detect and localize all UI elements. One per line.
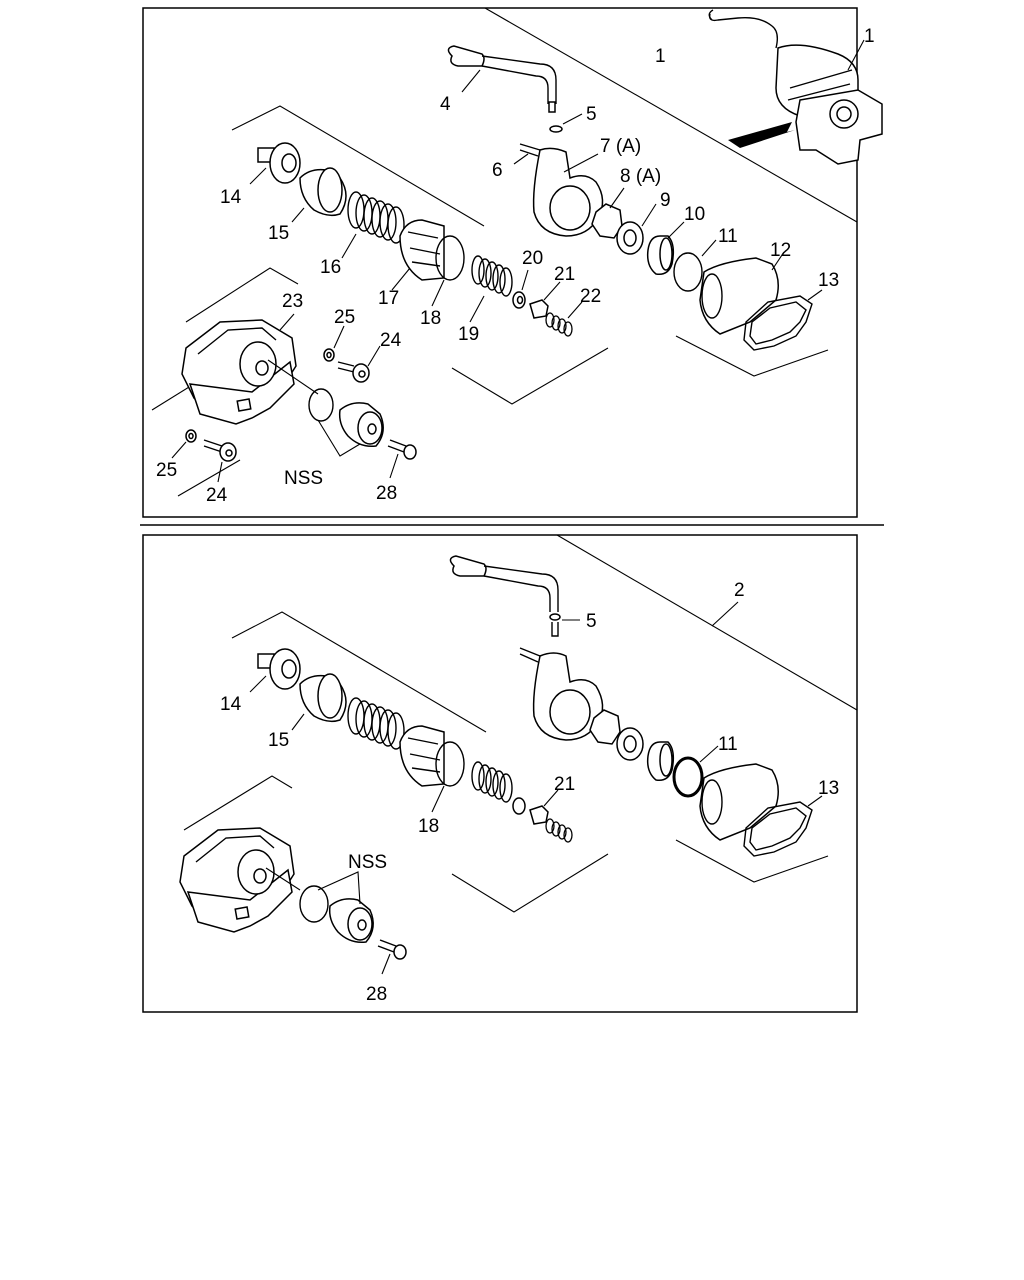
nss-seal-and-plug — [308, 388, 384, 457]
part-15-piston-lower — [291, 673, 347, 731]
part-9-washer — [616, 203, 657, 255]
part-5-washer — [549, 125, 563, 133]
part-20-washer — [512, 269, 529, 309]
callout-6: 6 — [492, 160, 503, 181]
spring-lower — [347, 697, 405, 750]
part-13-gasket-lower — [675, 795, 829, 883]
callout-21-lower: 21 — [554, 774, 575, 795]
callout-24-lower: 24 — [206, 485, 228, 506]
washer — [616, 727, 644, 761]
part-14-end-cap — [249, 142, 301, 185]
callout-15: 15 — [268, 223, 289, 244]
sleeve-lower — [399, 725, 445, 787]
callout-18-lower: 18 — [418, 816, 439, 837]
upper-panel-border — [142, 7, 858, 518]
part-6-pin — [513, 143, 541, 165]
part-19-spring — [469, 255, 513, 323]
callout-7: 7 (A) — [600, 136, 641, 157]
lower-panel: 2 5 11 13 14 15 18 21 NSS 28 — [142, 534, 858, 1013]
callout-1-frame: 1 — [655, 46, 666, 67]
boot — [699, 763, 779, 841]
part-11-o-ring — [673, 239, 717, 292]
callout-10: 10 — [684, 204, 705, 225]
callout-25-lower: 25 — [156, 460, 177, 481]
nut — [589, 709, 621, 745]
upper-panel: 1 1 4 5 6 7 (A) 8 (A) 9 10 11 12 13 14 1… — [140, 7, 884, 526]
washer-small-lower — [512, 797, 526, 815]
pin — [519, 647, 541, 663]
callout-nss: NSS — [284, 468, 323, 489]
lever — [449, 555, 559, 612]
part-14-end-cap-lower — [249, 648, 301, 693]
callout-19: 19 — [458, 324, 479, 345]
part-13-gasket — [675, 289, 829, 377]
tiny-spring-lower — [545, 818, 573, 843]
part-18-o-ring-lower — [431, 741, 465, 813]
callout-15-lower: 15 — [268, 730, 289, 751]
callout-5-lower: 5 — [586, 611, 597, 632]
part-12-boot — [699, 251, 785, 335]
callout-21: 21 — [554, 264, 575, 285]
spring-small-lower — [471, 761, 513, 803]
valve-body-lower — [179, 827, 301, 933]
part-24-bolt-lower — [203, 439, 237, 483]
part-25-washer-upper — [323, 325, 345, 362]
callout-13: 13 — [818, 270, 839, 291]
part-10-bearing — [646, 221, 685, 276]
callout-nss-lower: NSS — [348, 852, 387, 873]
callout-20: 20 — [522, 248, 543, 269]
callout-17: 17 — [378, 288, 399, 309]
callout-12: 12 — [770, 240, 791, 261]
callout-1-inset: 1 — [864, 26, 875, 47]
part-22-spring — [545, 301, 583, 337]
callout-11: 11 — [718, 226, 738, 247]
part-28-plug — [387, 439, 417, 479]
part-5-washer-lower — [549, 613, 580, 637]
callout-13-lower: 13 — [818, 778, 839, 799]
part-7-housing — [532, 147, 604, 237]
part-23-valve-body — [181, 313, 319, 425]
callout-23: 23 — [282, 291, 303, 312]
part-18-o-ring — [431, 235, 465, 307]
assembly-frame-line — [484, 7, 858, 223]
housing — [532, 652, 604, 741]
callout-9: 9 — [660, 190, 671, 211]
callout-28-lower: 28 — [366, 984, 387, 1005]
bearing — [646, 741, 675, 782]
callout-14: 14 — [220, 187, 242, 208]
callout-25-upper: 25 — [334, 307, 355, 328]
callout-11-lower: 11 — [718, 734, 738, 755]
part-21-plunger — [529, 281, 561, 319]
callout-22: 22 — [580, 286, 601, 307]
callout-4: 4 — [440, 94, 451, 115]
part-25-washer-lower — [171, 429, 197, 459]
part-17-sleeve — [391, 219, 445, 291]
callout-16: 16 — [320, 257, 341, 278]
callout-5: 5 — [586, 104, 597, 125]
part-4-lever — [447, 45, 557, 113]
part-24-bolt-upper — [337, 345, 381, 383]
view-arrow-icon — [728, 122, 795, 148]
part-16-spring — [341, 191, 405, 259]
callout-28: 28 — [376, 483, 397, 504]
callout-2: 2 — [734, 580, 745, 601]
callout-18: 18 — [420, 308, 441, 329]
callout-24-upper: 24 — [380, 330, 402, 351]
part-21-plunger-lower — [529, 789, 559, 825]
nss-seal-and-plug-lower — [299, 871, 374, 944]
part-15-piston — [291, 167, 347, 223]
lower-panel-border — [142, 534, 858, 1013]
callout-8: 8 (A) — [620, 166, 661, 187]
assembly-inset-view — [708, 9, 883, 165]
part-11-o-ring-lower — [672, 745, 719, 798]
callout-14-lower: 14 — [220, 694, 242, 715]
part-28-plug-lower — [377, 939, 407, 975]
